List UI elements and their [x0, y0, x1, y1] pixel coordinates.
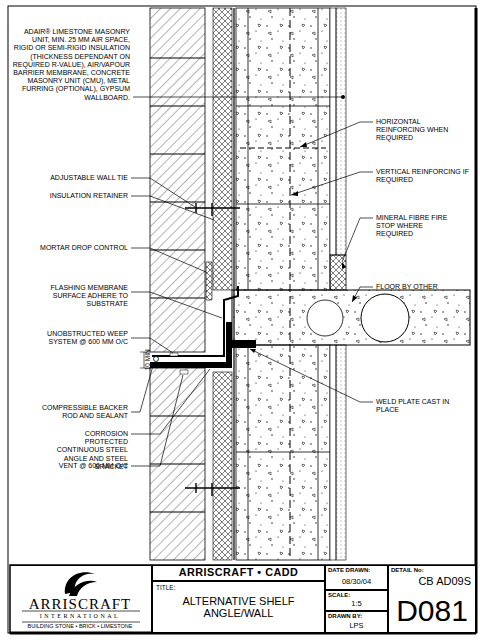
logo-cell: ARRISCRAFTINTERNATIONAL BUILDING STONE • …	[10, 565, 152, 633]
field-label: DRAWN BY:	[328, 613, 388, 620]
part-callout: ADJUSTABLE WALL TIE	[16, 174, 128, 182]
part-callout: HORIZONTAL REINFORCING WHEN REQUIRED	[376, 118, 470, 143]
header-text: ARRISCRAFT • CADD	[153, 567, 324, 579]
part-callout: MINERAL FIBRE FIRE STOP WHERE REQUIRED	[376, 214, 458, 239]
logo-tagline: BUILDING STONE • BRICK • LIMESTONE	[10, 623, 150, 629]
detail-code: CB AD09S	[393, 575, 471, 587]
logo-subtitle: INTERNATIONAL	[10, 613, 150, 620]
material-list-note: ADAIR® LIMESTONE MASONRY UNIT, MIN. 25 M…	[12, 28, 130, 102]
part-callout: UNOBSTRUCTED WEEP SYSTEM @ 600 MM O/C	[40, 330, 128, 346]
part-callout: INSULATION RETAINER	[16, 192, 128, 200]
logo-wordmark: ARRISCRAFT	[10, 596, 150, 613]
detail-number: D081	[389, 594, 475, 627]
field-value: LPS	[326, 622, 387, 630]
drawing-title: ALTERNATIVE SHELF ANGLE/WALL	[178, 595, 299, 619]
drawn-by-cell: DRAWN BY: LPS	[325, 611, 388, 633]
part-callout: COMPRESSIBLE BACKER ROD AND SEALANT	[40, 404, 128, 420]
part-callout: WELD PLATE CAST IN PLACE	[376, 398, 456, 414]
part-callout: MORTAR DROP CONTROL	[16, 244, 128, 252]
part-callout: FLASHING MEMBRANE SURFACE ADHERE TO SUBS…	[40, 284, 128, 309]
date-cell: DATE DRAWN: 08/30/04	[325, 565, 388, 590]
field-label: DETAIL No:	[391, 567, 451, 574]
part-callout: VENT @ 600 MM O/C	[16, 462, 128, 470]
field-label: TITLE:	[156, 584, 216, 591]
detail-cell: DETAIL No:CB AD09S D081	[388, 565, 476, 633]
dimension-text: 10 MIN	[144, 345, 152, 375]
field-label: DATE DRAWN:	[328, 567, 388, 574]
header-cell: ARRISCRAFT • CADD	[152, 565, 325, 581]
part-callout: FLOOR BY OTHER	[376, 283, 470, 291]
part-callout: VERTICAL REINFORCING IF REQUIRED	[376, 168, 470, 184]
field-label: SCALE:	[328, 592, 388, 599]
title-cell: TITLE: ALTERNATIVE SHELF ANGLE/WALL	[152, 581, 325, 633]
scale-cell: SCALE:1:5	[325, 590, 388, 611]
field-value: 08/30/04	[326, 578, 387, 586]
field-value: 1:5	[326, 600, 387, 608]
